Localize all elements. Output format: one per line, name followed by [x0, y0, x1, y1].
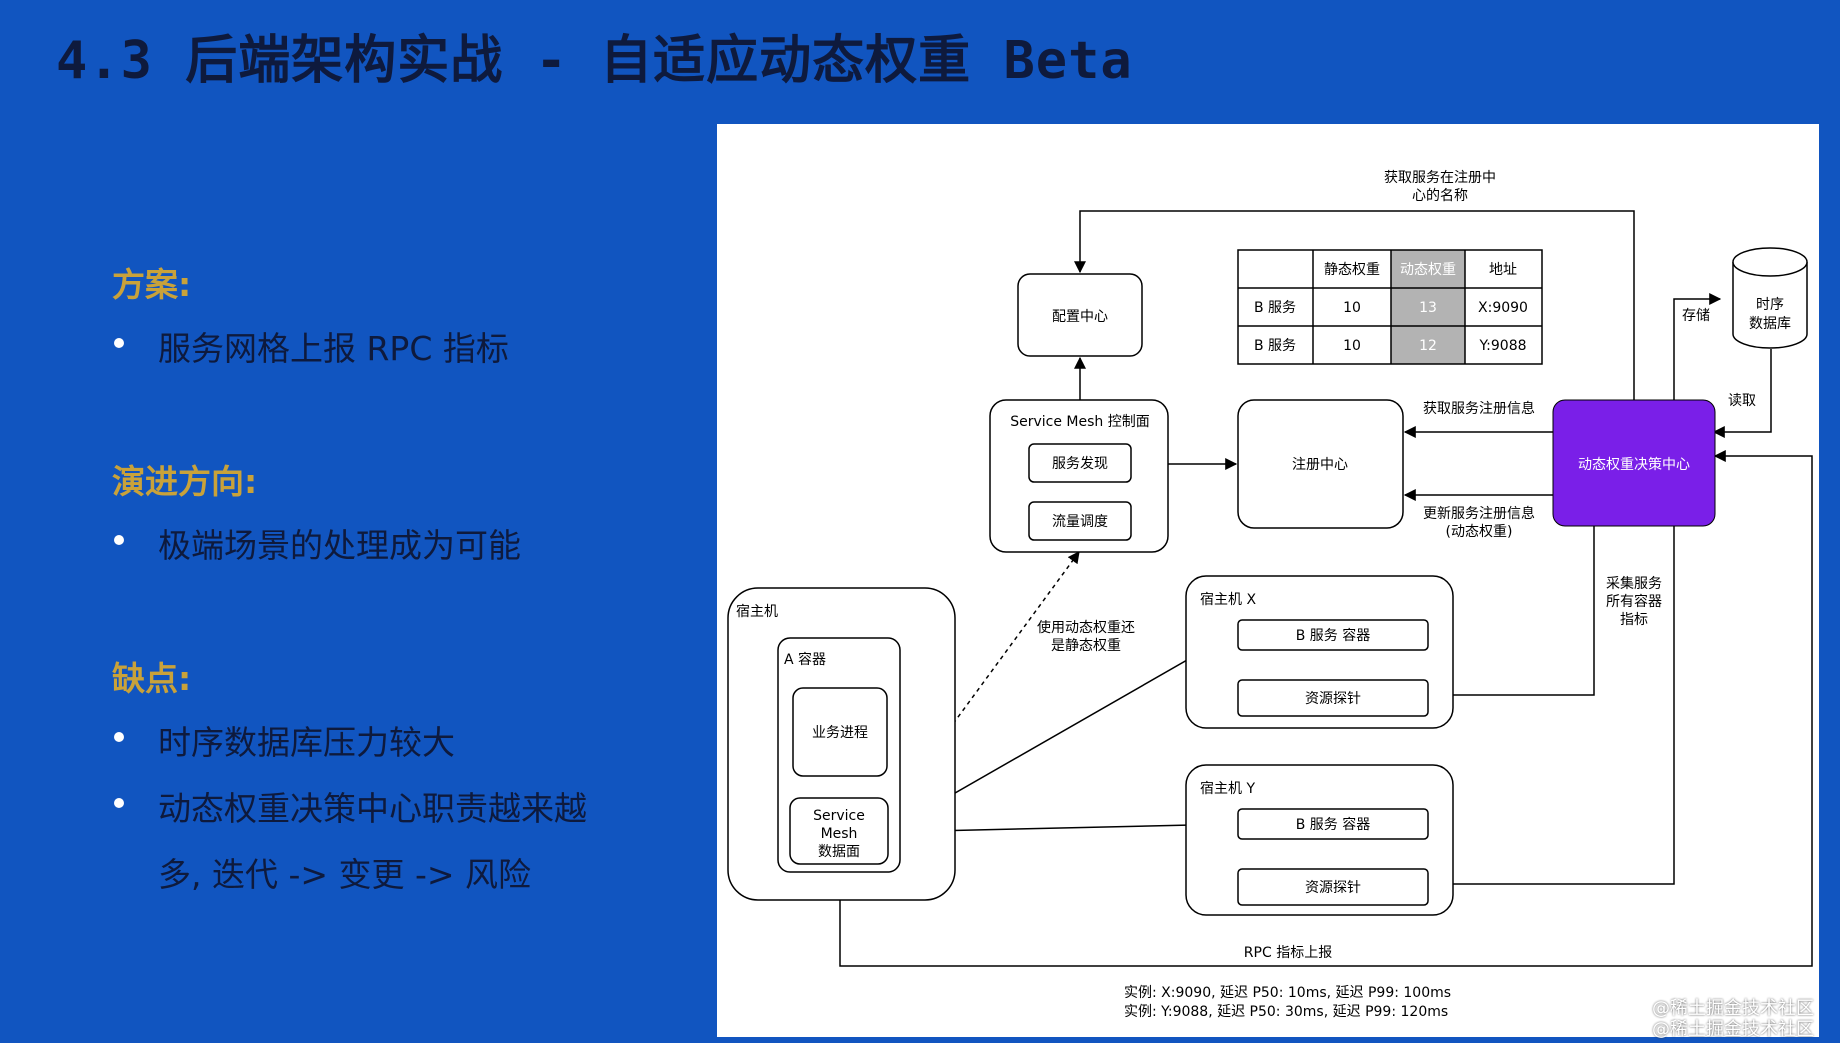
- bullet-dot: [114, 535, 124, 545]
- service-discovery-box: [1028, 443, 1132, 483]
- table-cell: 10: [1343, 338, 1361, 354]
- arrow-decision-to-config: [1074, 210, 1635, 404]
- use-weight-label-2: 是静态权重: [1051, 638, 1121, 654]
- decision-center-box: [1552, 399, 1716, 527]
- evolution-bullet-text: 极端场景的处理成为可能: [158, 526, 521, 565]
- plan-bullet-text: 服务网格上报 RPC 指标: [158, 329, 509, 368]
- table-cell: Y:9088: [1478, 338, 1526, 354]
- traffic-scheduling-box: [1028, 501, 1132, 541]
- table-cell: 12: [1419, 338, 1437, 354]
- decision-center-label: 动态权重决策中心: [1578, 456, 1690, 473]
- config-center-box: [1017, 273, 1143, 357]
- cons-bullet-1: 时序数据库压力较大: [114, 716, 455, 764]
- rpc-report-label: RPC 指标上报: [1244, 945, 1332, 961]
- update-registry-label-1: 更新服务注册信息: [1423, 505, 1535, 522]
- watermark-line-1: @稀土掘金技术社区: [1652, 998, 1814, 1019]
- bullet-dot: [114, 732, 124, 742]
- arrow-mesh-data-to-mesh-control-dashed: [886, 551, 1080, 815]
- collect-label-1: 采集服务: [1606, 575, 1662, 592]
- arrow-tsdb-to-decision-read: [1712, 349, 1772, 438]
- watermark-line-2: @稀土掘金技术社区: [1652, 1019, 1814, 1040]
- plan-heading: 方案:: [112, 265, 192, 304]
- service-discovery-label: 服务发现: [1052, 456, 1108, 472]
- business-process-label: 业务进程: [812, 725, 868, 741]
- tsdb-label-line2: 数据库: [1749, 316, 1791, 332]
- collect-label-3: 指标: [1620, 612, 1648, 628]
- example-line-2: 实例: Y:9088, 延迟 P50: 30ms, 延迟 P99: 120ms: [1124, 1004, 1448, 1020]
- config-center-label: 配置中心: [1052, 309, 1108, 325]
- bullet-dot: [114, 338, 124, 348]
- arrow-rpc-report: [839, 450, 1813, 967]
- fetch-registry-label: 获取服务注册信息: [1423, 400, 1535, 417]
- container-y-label: B 服务 容器: [1296, 816, 1371, 833]
- probe-y-box: [1237, 868, 1429, 906]
- use-weight-label-1: 使用动态权重还: [1037, 619, 1135, 636]
- collect-label-2: 所有容器: [1606, 593, 1662, 610]
- dynamic-weight-column: [1391, 250, 1465, 364]
- weight-table: [1237, 249, 1543, 365]
- traffic-scheduling-label: 流量调度: [1052, 514, 1108, 530]
- fetch-name-label-1: 获取服务在注册中: [1384, 170, 1496, 186]
- host-x-label: 宿主机 X: [1200, 591, 1256, 608]
- probe-y-label: 资源探针: [1305, 880, 1361, 896]
- mesh-control-title: Service Mesh 控制面: [1010, 414, 1150, 430]
- probe-x-label: 资源探针: [1305, 691, 1361, 707]
- container-y-box: [1237, 808, 1429, 840]
- cons-bullet-2: 动态权重决策中心职责越来越: [114, 782, 587, 830]
- table-header-static: 静态权重: [1324, 262, 1380, 278]
- tsdb-cylinder: [1732, 247, 1808, 349]
- example-line-1: 实例: X:9090, 延迟 P50: 10ms, 延迟 P99: 100ms: [1124, 985, 1451, 1001]
- table-cell: 10: [1343, 300, 1361, 316]
- mesh-data-line3: 数据面: [818, 844, 860, 860]
- table-cell: B 服务: [1254, 300, 1296, 316]
- bullet-dot: [114, 798, 124, 808]
- cons-bullet-2-continuation: 多, 迭代 -> 变更 -> 风险: [158, 855, 532, 894]
- arrow-decision-to-tsdb-store: [1673, 293, 1722, 404]
- store-label: 存储: [1682, 308, 1710, 324]
- table-cell: 13: [1419, 300, 1437, 316]
- container-x-box: [1237, 619, 1429, 651]
- evolution-bullet: 极端场景的处理成为可能: [114, 519, 521, 567]
- table-header-address: 地址: [1489, 262, 1517, 278]
- registry-center-label: 注册中心: [1292, 457, 1348, 473]
- architecture-diagram: 配置中心 Service Mesh 控制面 服务发现 流量调度 注册中心 动态权…: [717, 124, 1819, 1037]
- update-registry-label-2: (动态权重): [1446, 524, 1513, 540]
- cons-bullet-2-text: 动态权重决策中心职责越来越: [158, 789, 587, 828]
- plan-bullet: 服务网格上报 RPC 指标: [114, 322, 509, 370]
- container-x-label: B 服务 容器: [1296, 627, 1371, 644]
- cons-bullet-1-text: 时序数据库压力较大: [158, 723, 455, 762]
- diagram-canvas: 配置中心 Service Mesh 控制面 服务发现 流量调度 注册中心 动态权…: [727, 170, 1813, 1020]
- tsdb-label-line1: 时序: [1756, 297, 1784, 313]
- probe-x-box: [1237, 679, 1429, 717]
- registry-center-box: [1237, 399, 1404, 529]
- mesh-data-line2: Mesh: [821, 826, 858, 842]
- container-a-label: A 容器: [784, 651, 826, 668]
- read-label: 读取: [1728, 392, 1756, 409]
- cons-heading: 缺点:: [112, 659, 192, 698]
- arrow-decision-to-probe-x: [1427, 526, 1595, 701]
- table-cell: B 服务: [1254, 338, 1296, 354]
- arrow-decision-to-probe-y: [1427, 526, 1675, 890]
- host-y-label: 宿主机 Y: [1200, 780, 1255, 797]
- mesh-data-line1: Service: [813, 808, 865, 824]
- table-header-dynamic: 动态权重: [1400, 262, 1456, 278]
- business-process-box: [792, 687, 888, 777]
- slide-title: 4.3 后端架构实战 - 自适应动态权重 Beta: [56, 31, 1133, 91]
- mesh-data-box: [789, 797, 889, 865]
- fetch-name-label-2: 心的名称: [1412, 188, 1468, 204]
- host-a-label: 宿主机: [736, 603, 778, 620]
- table-cell: X:9090: [1478, 300, 1528, 316]
- evolution-heading: 演进方向:: [112, 462, 258, 501]
